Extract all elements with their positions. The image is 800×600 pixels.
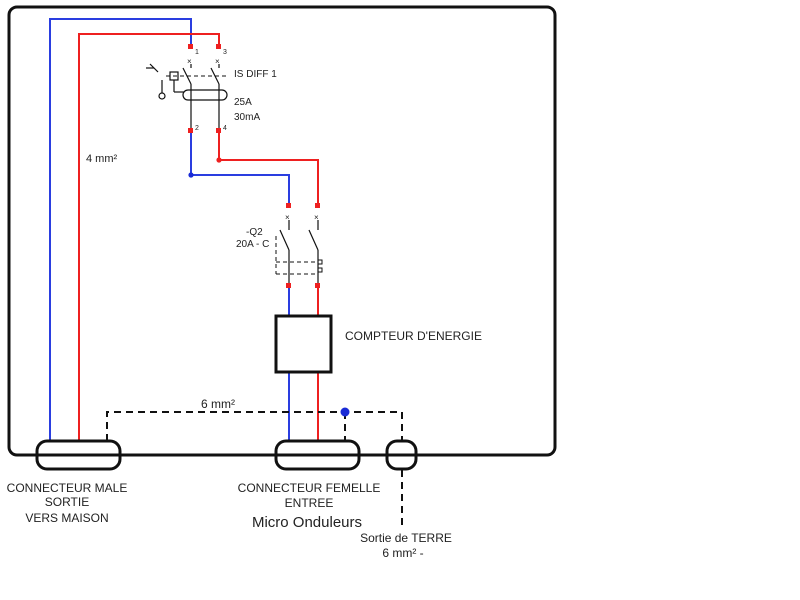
contact-mark: × [187, 57, 192, 66]
differential-switch: 1 3 × × 2 4 IS DIFF 1 25A [146, 44, 277, 133]
circuit-breaker: × × -Q2 20A - C [236, 203, 323, 288]
male-connector-label-1: CONNECTEUR MALE [7, 481, 128, 495]
neutral-wire-main [49, 18, 290, 441]
terminal-marker [216, 128, 221, 133]
terminal-marker [188, 44, 193, 49]
terminal-marker [216, 44, 221, 49]
breaker-name-label: -Q2 [246, 227, 263, 238]
toroid-sensor-icon [182, 89, 228, 101]
manual-operator-icon [146, 63, 184, 100]
terminal-marker [315, 203, 320, 208]
earth-output-label-1: Sortie de TERRE [360, 531, 452, 545]
phase-wire-main [78, 33, 319, 441]
meter-label: COMPTEUR D'ENERGIE [345, 329, 482, 343]
energy-meter-icon [274, 314, 333, 374]
thermal-magnetic-trip-icon [275, 236, 318, 275]
pin-4-label: 4 [223, 125, 227, 132]
enclosure-frame [7, 5, 557, 457]
male-connector-label-3: VERS MAISON [25, 511, 108, 525]
ground-section-label: 6 mm² [201, 397, 235, 411]
ground-wire [106, 411, 403, 527]
earth-connector [385, 439, 418, 471]
contact-mark: × [314, 213, 319, 222]
cable-section-label: 4 mm² [86, 153, 118, 165]
female-connector [274, 439, 361, 471]
contact-mark: × [285, 213, 290, 222]
contact-mark: × [215, 57, 220, 66]
diff-sensitivity-label: 30mA [234, 112, 260, 123]
terminal-marker [286, 203, 291, 208]
micro-inverters-label: Micro Onduleurs [252, 514, 362, 531]
junction-dot [216, 157, 222, 163]
junction-dot [188, 172, 194, 178]
contact-blade-neutral [279, 229, 290, 251]
ground-junction-dot [340, 407, 350, 417]
female-connector-label-1: CONNECTEUR FEMELLE [238, 481, 381, 495]
female-connector-label-2: ENTREE [285, 496, 334, 510]
earth-output-label-2: 6 mm² - [382, 546, 423, 560]
breaker-rating-label: 20A - C [236, 239, 269, 250]
pin-3-label: 3 [223, 49, 227, 56]
contact-blade-phase [308, 229, 319, 251]
pin-2-label: 2 [195, 125, 199, 132]
diff-rating-label: 25A [234, 97, 252, 108]
male-connector-label-2: SORTIE [45, 495, 89, 509]
terminal-marker [286, 283, 291, 288]
diff-name-label: IS DIFF 1 [234, 69, 277, 80]
thermal-trip-icon [317, 259, 323, 273]
terminal-marker [188, 128, 193, 133]
male-connector [35, 439, 122, 471]
terminal-marker [315, 283, 320, 288]
pin-1-label: 1 [195, 49, 199, 56]
